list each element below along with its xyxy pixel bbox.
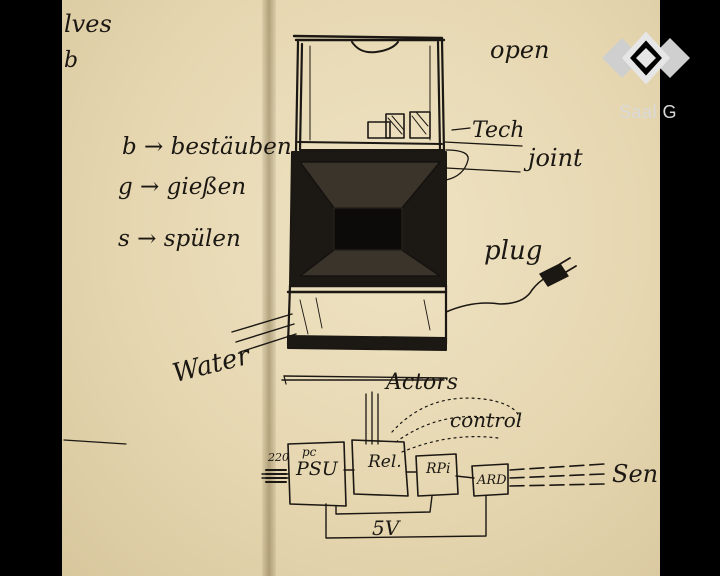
label-ard: ARD xyxy=(477,473,507,488)
label-joint: joint xyxy=(528,144,583,172)
label-psu-prefix: pc xyxy=(302,445,317,459)
right-letterbox xyxy=(660,0,720,576)
input-cable xyxy=(265,469,287,483)
ard-box xyxy=(471,463,509,497)
logo-text: Saal G xyxy=(618,102,678,122)
legend-item-b: b → bestäuben xyxy=(122,134,292,160)
relay-box xyxy=(351,439,409,497)
label-tech: Tech xyxy=(472,118,525,143)
label-open: open xyxy=(490,36,550,64)
leader-lines xyxy=(443,127,523,181)
label-psu: PSU xyxy=(296,458,338,480)
saal-g-logo xyxy=(602,31,690,85)
control-signal-lines xyxy=(391,397,521,453)
notebook-page xyxy=(62,0,660,576)
label-rpi: RPi xyxy=(426,461,451,477)
label-control: control xyxy=(450,408,523,432)
label-sensors: Sen xyxy=(612,460,659,488)
legend-item-s: s → spülen xyxy=(118,226,241,252)
base-section xyxy=(281,284,448,385)
rpi-box xyxy=(415,453,459,497)
label-plug: plug xyxy=(484,236,543,266)
actor-wires xyxy=(365,391,379,445)
tech-components xyxy=(367,111,431,139)
notebook-gutter xyxy=(262,0,276,576)
label-relay: Rel. xyxy=(368,452,402,472)
water-pipe xyxy=(231,313,297,353)
margin-line xyxy=(63,439,127,445)
sensor-lines xyxy=(509,463,605,487)
psu-box xyxy=(287,441,347,507)
power-cable xyxy=(445,257,577,313)
margin-partial-letter: b xyxy=(64,48,79,73)
dark-reservoir xyxy=(289,151,447,287)
upper-container xyxy=(292,34,446,154)
legend-item-g: g → gießen xyxy=(118,174,247,200)
left-letterbox xyxy=(0,0,62,576)
label-5v: 5V xyxy=(372,516,400,540)
margin-partial-word: lves xyxy=(64,10,112,38)
label-voltage-in: 220 xyxy=(268,451,289,464)
